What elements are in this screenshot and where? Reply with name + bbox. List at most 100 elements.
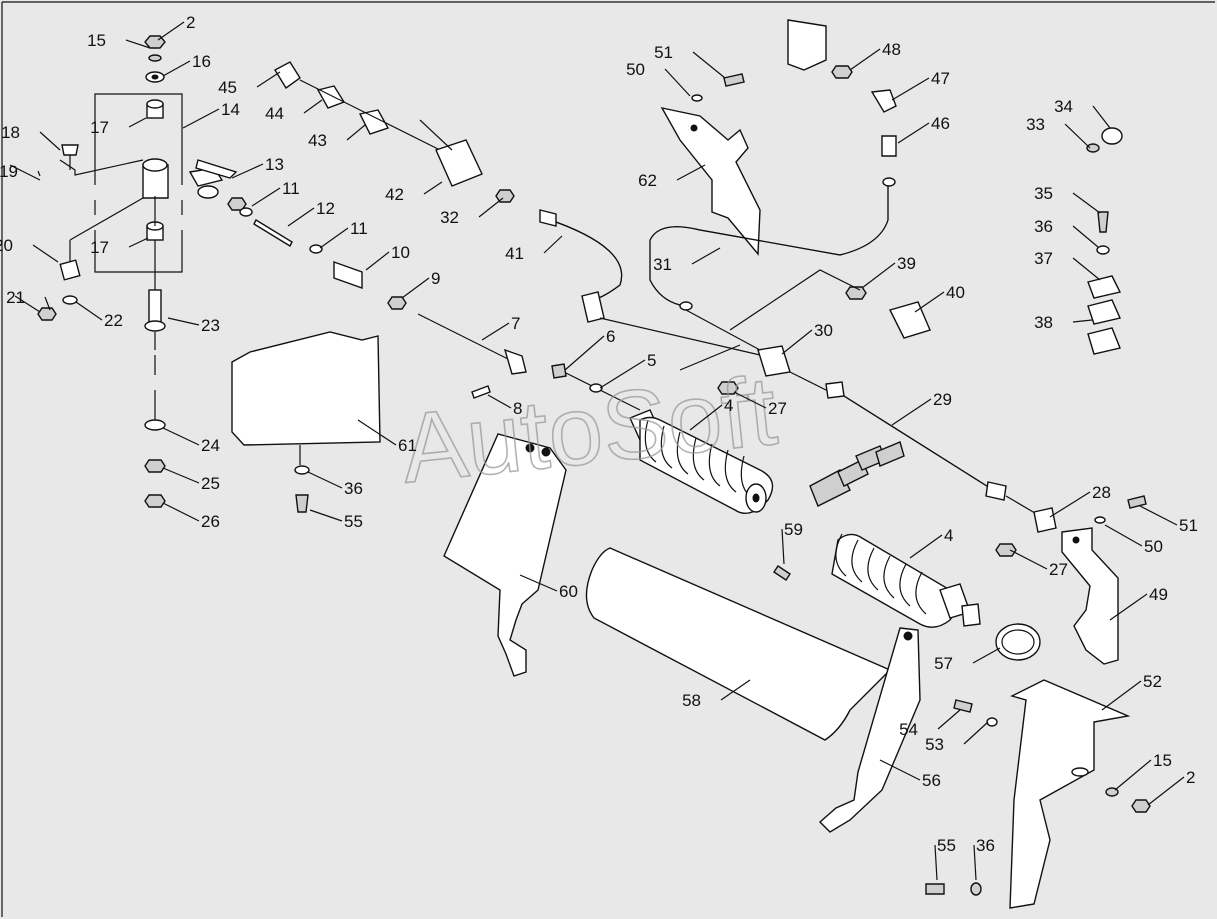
nut-39 xyxy=(845,286,867,300)
link-line xyxy=(69,197,144,241)
callout-leader xyxy=(879,759,921,781)
callout-number: 52 xyxy=(1143,672,1162,691)
callout-c5: 5 xyxy=(599,351,656,389)
callout-c39: 39 xyxy=(861,254,916,289)
callout-c50b: 50 xyxy=(1104,524,1163,556)
hose-41-end xyxy=(581,291,605,323)
valve-line-axis xyxy=(299,79,441,151)
rod-7-end xyxy=(503,348,527,375)
bolt-51-right xyxy=(1127,495,1147,509)
callout-leader xyxy=(1072,225,1099,248)
bracket-60-hole-b xyxy=(541,447,551,457)
nut-34 xyxy=(1101,127,1123,145)
callout-c24: 24 xyxy=(162,427,220,455)
callout-leader xyxy=(487,394,512,409)
callout-number: 33 xyxy=(1026,115,1045,134)
tube-31-top-end xyxy=(882,177,896,187)
plate-37 xyxy=(1087,275,1122,299)
nut-27-lower xyxy=(995,543,1017,557)
nut-26 xyxy=(144,494,166,508)
callout-leader xyxy=(849,48,881,71)
callout-number: 47 xyxy=(931,69,950,88)
callout-number: 61 xyxy=(398,436,417,455)
callout-leader xyxy=(781,528,785,565)
callout-leader xyxy=(162,467,200,484)
callout-leader xyxy=(1092,105,1111,129)
callout-number: 27 xyxy=(1049,560,1068,579)
callout-number: 21 xyxy=(6,288,25,307)
callout-c59: 59 xyxy=(781,520,803,565)
callout-number: 14 xyxy=(221,100,240,119)
bracket-56 xyxy=(818,627,921,833)
callout-number: 55 xyxy=(344,512,363,531)
fitting-28 xyxy=(1033,507,1057,533)
clevis-eye xyxy=(197,185,219,199)
callout-number: 19 xyxy=(0,162,18,181)
callout-number: 50 xyxy=(626,60,645,79)
callout-number: 30 xyxy=(814,321,833,340)
callout-number: 59 xyxy=(784,520,803,539)
callout-c56: 56 xyxy=(879,759,941,790)
pin-19 xyxy=(9,164,41,181)
callout-c19: 19 xyxy=(0,162,41,181)
callout-number: 16 xyxy=(192,52,211,71)
callout-c15b: 15 xyxy=(1114,751,1172,791)
fitting-43 xyxy=(358,109,390,135)
callout-c7: 7 xyxy=(481,314,520,341)
hose-29-fitting-b xyxy=(985,481,1007,501)
callout-number: 40 xyxy=(946,283,965,302)
callout-leader xyxy=(1139,505,1178,526)
callout-number: 18 xyxy=(1,123,20,142)
callout-c51b: 51 xyxy=(1139,505,1198,535)
callout-leader xyxy=(1101,680,1142,711)
washer-50-top xyxy=(691,94,703,102)
callout-c14: 14 xyxy=(182,100,240,129)
callout-leader xyxy=(891,77,930,101)
hose-axis-1 xyxy=(599,317,761,356)
callout-c2a: 2 xyxy=(157,13,195,41)
coupler-10 xyxy=(333,261,363,289)
callout-number: 46 xyxy=(931,114,950,133)
callout-leader xyxy=(1072,319,1093,323)
callout-leader xyxy=(689,404,723,431)
callout-number: 2 xyxy=(186,13,195,32)
callout-c53: 53 xyxy=(925,721,989,754)
callout-leader xyxy=(423,181,443,195)
callout-leader xyxy=(162,502,200,522)
callout-labels: 2151614171819131112112017109212223765861… xyxy=(0,13,1198,881)
callout-number: 15 xyxy=(87,31,106,50)
elbow-47 xyxy=(870,89,897,113)
shield-52 xyxy=(1009,679,1131,909)
rod-7 xyxy=(417,313,511,361)
callout-number: 54 xyxy=(899,720,918,739)
callout-number: 56 xyxy=(922,771,941,790)
bracket-14-assembly xyxy=(9,35,183,508)
callout-number: 28 xyxy=(1092,483,1111,502)
callout-c58: 58 xyxy=(682,679,751,710)
fitting-44 xyxy=(316,85,346,109)
callout-c29: 29 xyxy=(891,390,952,426)
callout-number: 43 xyxy=(308,131,327,150)
hose-29-assembly xyxy=(599,269,1057,533)
nut-25 xyxy=(144,459,166,473)
callout-number: 31 xyxy=(653,255,672,274)
callout-c11a: 11 xyxy=(251,179,300,207)
callout-leader xyxy=(1009,549,1048,570)
callout-c55a: 55 xyxy=(309,509,363,531)
callout-c37: 37 xyxy=(1034,249,1101,281)
callout-number: 60 xyxy=(559,582,578,601)
callout-c33: 33 xyxy=(1026,115,1091,149)
callout-leader xyxy=(972,647,1001,664)
callout-number: 55 xyxy=(937,836,956,855)
callout-number: 10 xyxy=(391,243,410,262)
callout-leader xyxy=(937,709,961,730)
hose-29-inner xyxy=(843,395,991,489)
callout-c35: 35 xyxy=(1034,184,1101,214)
washer-5 xyxy=(589,383,603,393)
washer-22 xyxy=(62,295,78,305)
callout-number: 37 xyxy=(1034,249,1053,268)
callout-number: 5 xyxy=(647,351,656,370)
callout-c27b: 27 xyxy=(1009,549,1068,579)
callout-number: 23 xyxy=(201,316,220,335)
